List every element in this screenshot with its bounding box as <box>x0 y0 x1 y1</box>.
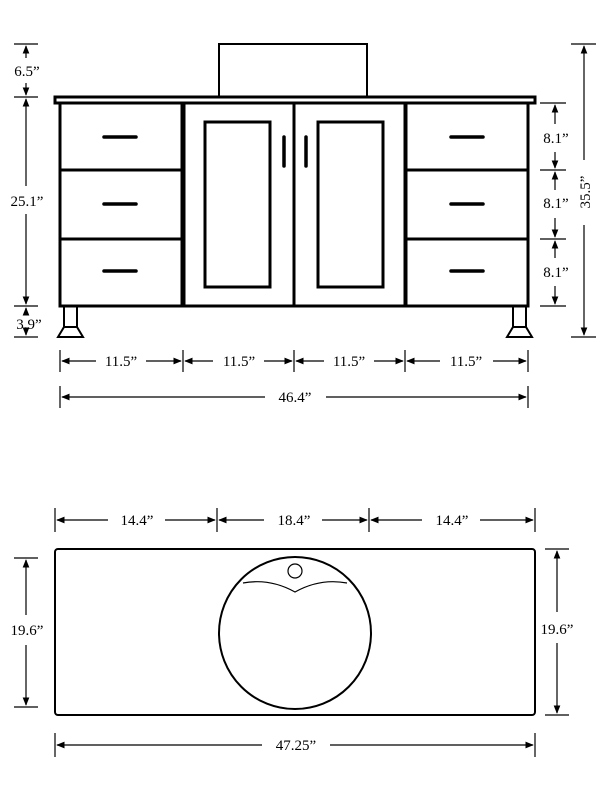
section-1-width-label: 11.5” <box>105 354 137 370</box>
left-depth-dimension: 19.6” <box>11 557 44 708</box>
overall-width-label: 46.4” <box>279 390 312 406</box>
leg-foot <box>505 326 534 338</box>
drawer-middle-height-label: 8.1” <box>543 196 568 212</box>
backsplash-height-label: 6.5” <box>14 64 39 80</box>
left-drawer-stack <box>58 101 184 308</box>
total-height-label: 35.5” <box>578 176 594 209</box>
leg <box>512 305 527 328</box>
countertop-top-view <box>54 548 536 716</box>
left-width-label: 14.4” <box>121 513 154 529</box>
total-height-dimension: 35.5” <box>571 43 596 338</box>
basin-rim <box>242 581 348 593</box>
section-width-dimensions: 11.5” 11.5” 11.5” 11.5” <box>59 350 529 372</box>
section-2-width-label: 11.5” <box>223 354 255 370</box>
front-view: 6.5” 25.1” 3.9” 8.1” 8.1” 8.1” 35. <box>11 43 596 408</box>
sink-basin <box>218 556 372 710</box>
left-depth-label: 19.6” <box>11 623 44 639</box>
faucet-hole <box>287 563 303 579</box>
right-width-label: 14.4” <box>436 513 469 529</box>
top-overall-width-label: 47.25” <box>276 738 316 754</box>
left-height-dimensions: 6.5” 25.1” 3.9” <box>11 43 44 338</box>
left-door-panel <box>203 120 272 289</box>
top-width-dimensions: 14.4” 18.4” 14.4” <box>54 508 536 532</box>
right-depth-label: 19.6” <box>541 622 574 638</box>
section-3-width-label: 11.5” <box>333 354 365 370</box>
section-4-width-label: 11.5” <box>450 354 482 370</box>
leg-foot <box>56 326 85 338</box>
overall-width-dimension: 46.4” <box>59 386 529 408</box>
legs <box>56 305 534 338</box>
left-cabinet-frame <box>58 101 184 308</box>
top-view: 14.4” 18.4” 14.4” 19.6” 19.6” 47.25” <box>11 508 574 757</box>
right-depth-dimension: 19.6” <box>541 548 574 716</box>
leg <box>63 305 78 328</box>
leg-height-label: 3.9” <box>16 317 41 333</box>
center-doors <box>182 101 407 308</box>
center-width-label: 18.4” <box>278 513 311 529</box>
drawer-bottom-height-label: 8.1” <box>543 265 568 281</box>
right-cabinet-frame <box>404 101 530 308</box>
drawer-top-height-label: 8.1” <box>543 131 568 147</box>
right-drawer-stack <box>404 101 530 308</box>
right-door-panel <box>316 120 385 289</box>
drawer-height-dimensions: 8.1” 8.1” 8.1” <box>540 102 569 307</box>
cabinet-height-label: 25.1” <box>11 194 44 210</box>
vessel-sink <box>218 43 368 98</box>
top-overall-width-dimension: 47.25” <box>54 733 536 757</box>
